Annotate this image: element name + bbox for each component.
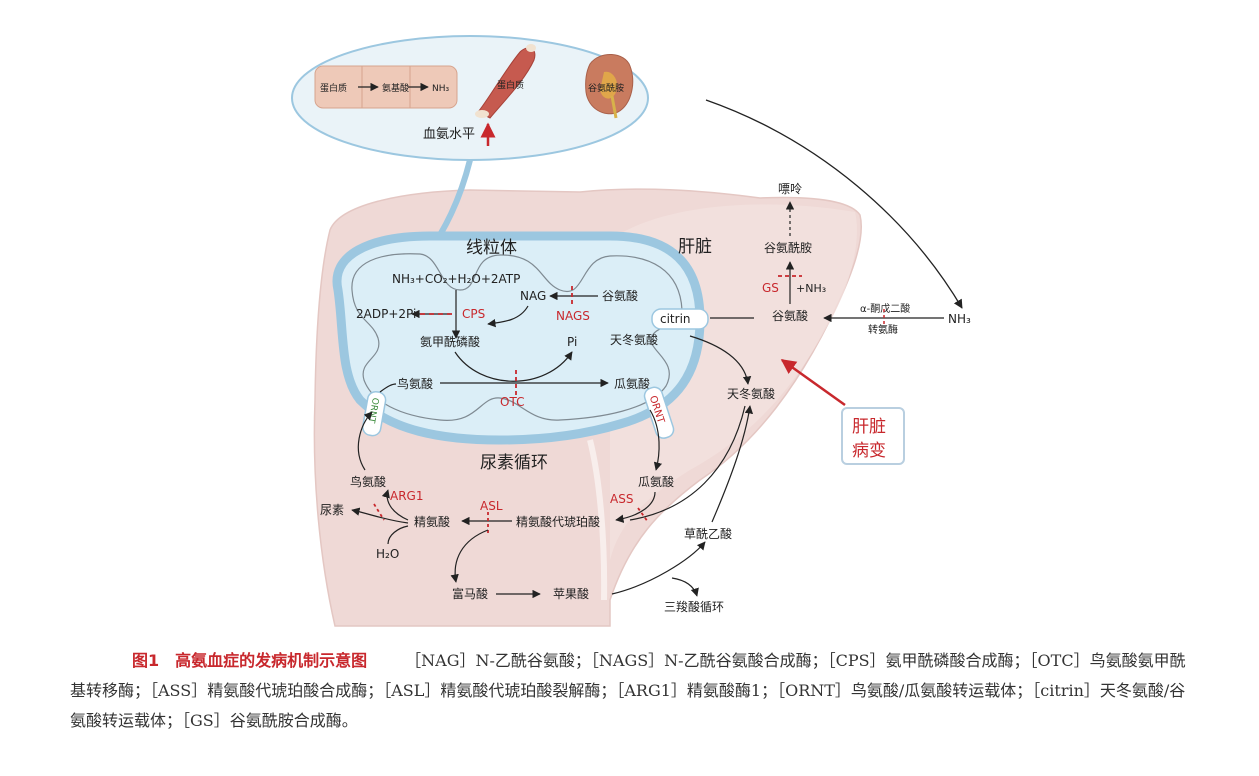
oxaloacetate-label: 草酰乙酸 [684, 526, 732, 541]
hyperammonemia-diagram: 蛋白质 氨基酸 NH₃ 蛋白质 谷氨酰胺 血氨水平 线粒体 肝脏 尿素循环 NH… [291, 35, 971, 627]
ornithine-mito: 鸟氨酸 [397, 376, 433, 391]
arg1-enzyme: ARG1 [390, 489, 423, 503]
citrulline-cyto: 瓜氨酸 [638, 474, 674, 489]
citrulline-mito: 瓜氨酸 [614, 376, 650, 391]
citrin-transporter [651, 308, 709, 330]
otc-enzyme: OTC [500, 395, 524, 409]
glutamate-liver: 谷氨酸 [772, 308, 808, 323]
h2o-label: H₂O [376, 547, 399, 561]
oxaloacetate-to-tca-arrow [671, 577, 699, 597]
citrin-label: citrin [660, 312, 691, 326]
ass-enzyme: ASS [610, 492, 633, 506]
malate-to-oxaloacetate-arrow [611, 541, 706, 595]
ornt-right-transporter: ORNT [643, 386, 675, 439]
nh3-right: NH₃ [948, 312, 971, 326]
muscle-illustration [475, 44, 536, 119]
liver-ligament [587, 439, 608, 601]
aspartate-mito: 天冬氨酸 [610, 332, 658, 347]
reaction-formula: NH₃+CO₂+H₂O+2ATP [392, 272, 520, 286]
citrin-to-aspartate-arrow [689, 335, 752, 385]
ornithine-into-mito-arrow [379, 383, 397, 393]
kidney-illustration [585, 54, 634, 119]
aspartate-cyto: 天冬氨酸 [727, 386, 775, 401]
asl-enzyme: ASL [480, 499, 503, 513]
aspartate-to-ass-arrow [629, 405, 746, 521]
nag-to-cps-arrow [487, 305, 529, 328]
intestine-amino-acid: 氨基酸 [382, 82, 409, 94]
carbamoyl-to-pi-arrow [454, 351, 573, 382]
water-input-arrow [387, 525, 409, 545]
malate-label: 苹果酸 [553, 586, 589, 601]
caption-text: ［NAG］N-乙酰谷氨酸；［NAGS］N-乙酰谷氨酸合成酶；［CPS］氨甲酰磷酸… [70, 651, 1186, 730]
liver-label: 肝脏 [678, 237, 712, 257]
adp-label: 2ADP+2Pi [356, 307, 416, 321]
arginine-to-urea-arrow [351, 507, 409, 524]
ornithine-return-arrow [357, 411, 373, 471]
glutamine-label: 谷氨酰胺 [764, 241, 812, 255]
intestine-illustration [314, 65, 458, 109]
arginine-to-ornithine-arrow [381, 489, 409, 521]
liver-disease-line1: 肝脏 [852, 417, 886, 437]
muscle-protein-label: 蛋白质 [497, 79, 524, 91]
citrulline-export-arrow [649, 409, 663, 471]
argininosuccinate: 精氨酸代琥珀酸 [516, 514, 600, 529]
purine-label: 嘌呤 [778, 181, 802, 196]
arginine-label: 精氨酸 [414, 514, 450, 529]
caption-title: 图1 高氨血症的发病机制示意图 [132, 651, 368, 670]
kidney-glutamine-label: 谷氨酰胺 [588, 82, 624, 94]
ornt-left-transporter: ORNT [362, 390, 387, 437]
ass-inhibit [637, 507, 649, 523]
fumarate-label: 富马酸 [452, 586, 488, 601]
liver-disease-box [841, 407, 905, 465]
alpha-kg-label: α-酮戊二酸 [860, 302, 910, 315]
intestine-protein: 蛋白质 [320, 82, 347, 94]
liver-disease-line2: 病变 [852, 441, 886, 461]
urea-label: 尿素 [320, 503, 344, 517]
nag-label: NAG [520, 289, 546, 303]
pi-label: Pi [567, 335, 577, 349]
urea-cycle-label: 尿素循环 [480, 453, 548, 473]
transaminase-label: 转氨酶 [868, 323, 898, 336]
citrulline-to-argsucc-arrow [615, 491, 656, 523]
mitochondrion [332, 231, 705, 445]
carbamoyl-phosphate: 氨甲酰磷酸 [420, 334, 480, 349]
cps-enzyme: CPS [462, 307, 485, 321]
blood-ammonia-label: 血氨水平 [423, 127, 475, 142]
ornithine-cyto: 鸟氨酸 [350, 474, 386, 489]
oxaloacetate-to-aspartate-arrow [711, 405, 754, 523]
gs-enzyme: GS [762, 281, 779, 295]
figure-caption: 图1 高氨血症的发病机制示意图［NAG］N-乙酰谷氨酸；［NAGS］N-乙酰谷氨… [70, 646, 1200, 736]
tca-label: 三羧酸循环 [664, 599, 724, 614]
nags-enzyme: NAGS [556, 309, 590, 323]
panel-to-nh3-arrow [705, 99, 963, 309]
intestine-nh3: NH₃ [432, 84, 450, 94]
asl-to-fumarate-arrow [450, 529, 489, 583]
plus-nh3-label: +NH₃ [796, 282, 826, 295]
glutamate-mito: 谷氨酸 [602, 288, 638, 303]
mitochondria-label: 线粒体 [466, 238, 517, 258]
liver-disease-arrow [780, 358, 846, 407]
